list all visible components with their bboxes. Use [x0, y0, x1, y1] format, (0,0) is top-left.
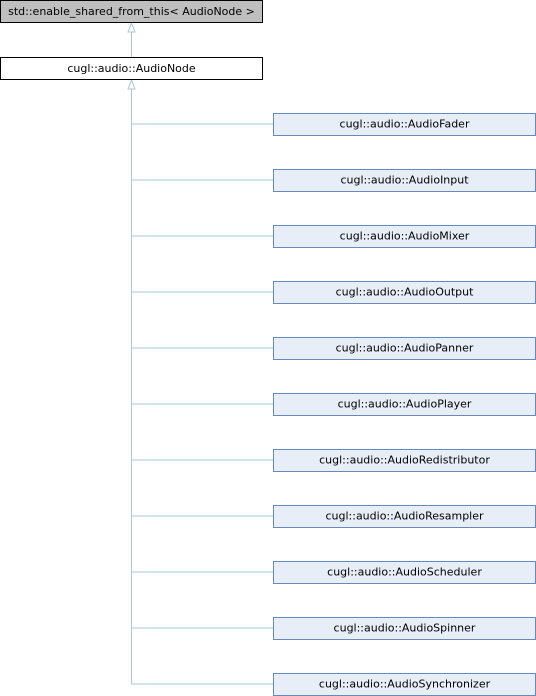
derived-class-label: cugl::audio::AudioInput	[340, 174, 469, 187]
derived-class-node[interactable]: cugl::audio::AudioMixer	[273, 225, 536, 248]
arrowhead-current	[127, 78, 136, 90]
derived-class-node[interactable]: cugl::audio::AudioFader	[273, 113, 536, 136]
derived-class-label: cugl::audio::AudioOutput	[336, 286, 475, 299]
derived-class-label: cugl::audio::AudioSynchronizer	[319, 678, 491, 691]
derived-class-node[interactable]: cugl::audio::AudioInput	[273, 169, 536, 192]
derived-class-label: cugl::audio::AudioScheduler	[327, 566, 482, 579]
current-class-box	[0, 57, 263, 80]
derived-class-nodes: cugl::audio::AudioFadercugl::audio::Audi…	[273, 113, 536, 696]
derived-class-label: cugl::audio::AudioFader	[340, 118, 470, 131]
derived-class-label: cugl::audio::AudioSpinner	[334, 622, 476, 635]
base-class-box	[0, 0, 263, 23]
current-class-node: cugl::audio::AudioNode	[0, 57, 263, 80]
derived-class-node[interactable]: cugl::audio::AudioRedistributor	[273, 449, 536, 472]
inheritance-edges	[127, 21, 274, 685]
derived-class-node[interactable]: cugl::audio::AudioOutput	[273, 281, 536, 304]
derived-class-label: cugl::audio::AudioResampler	[325, 510, 484, 523]
derived-class-node[interactable]: cugl::audio::AudioResampler	[273, 505, 536, 528]
current-class-label: cugl::audio::AudioNode	[67, 62, 196, 75]
derived-class-label: cugl::audio::AudioPlayer	[338, 398, 472, 411]
derived-class-label: cugl::audio::AudioRedistributor	[319, 454, 490, 467]
base-class-node[interactable]: std::enable_shared_from_this< AudioNode …	[0, 0, 263, 23]
derived-class-node[interactable]: cugl::audio::AudioSpinner	[273, 617, 536, 640]
derived-class-label: cugl::audio::AudioPanner	[336, 342, 474, 355]
derived-class-label: cugl::audio::AudioMixer	[340, 230, 470, 243]
derived-class-node[interactable]: cugl::audio::AudioSynchronizer	[273, 673, 536, 696]
derived-class-node[interactable]: cugl::audio::AudioPlayer	[273, 393, 536, 416]
derived-class-node[interactable]: cugl::audio::AudioScheduler	[273, 561, 536, 584]
arrowhead-base	[127, 21, 136, 33]
base-class-label: std::enable_shared_from_this< AudioNode …	[8, 5, 255, 18]
derived-class-node[interactable]: cugl::audio::AudioPanner	[273, 337, 536, 360]
